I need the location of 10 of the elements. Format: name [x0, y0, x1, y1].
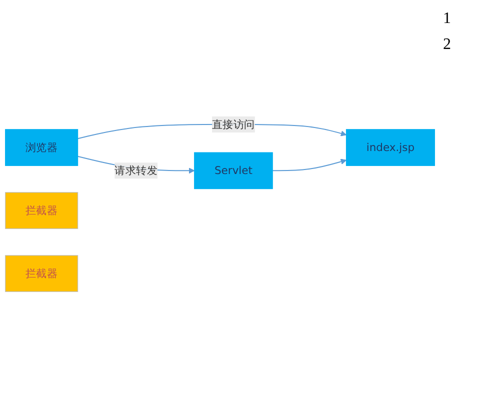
- node-box: Servlet: [194, 152, 273, 190]
- edge-label: 请求转发: [114, 164, 158, 177]
- callout-number: 2: [443, 36, 452, 54]
- node-box: 拦截器: [5, 192, 78, 229]
- node-box: 拦截器: [5, 255, 78, 292]
- edge-label: 直接访问: [212, 118, 255, 130]
- arrow: [272, 158, 347, 172]
- node-box: index.jsp: [346, 129, 435, 166]
- node-box: 浏览器: [5, 129, 78, 166]
- callout-number: 1: [443, 10, 452, 28]
